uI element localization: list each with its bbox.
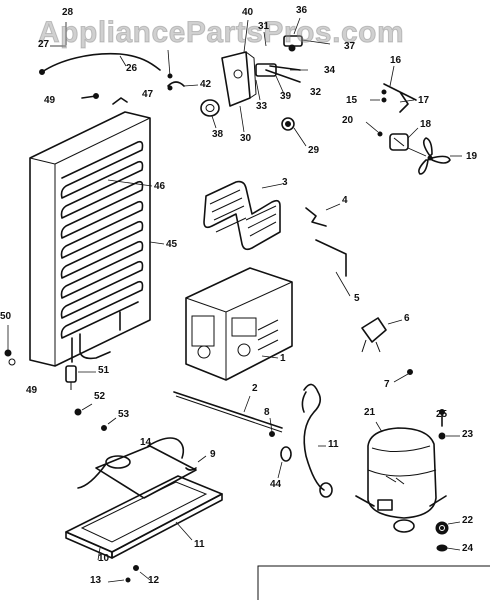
hose-14-9: [147, 437, 207, 471]
callout-40: 40: [242, 7, 254, 18]
callout-28: 28: [62, 7, 74, 18]
callout-32: 32: [310, 87, 322, 98]
roller-38: [200, 99, 220, 129]
callout-3: 3: [282, 177, 288, 188]
callout-19: 19: [466, 151, 478, 162]
drain-fitting-51: [65, 365, 96, 390]
callout-8: 8: [264, 407, 270, 418]
callout-45: 45: [166, 239, 178, 250]
callout-15: 15: [346, 95, 358, 106]
power-cord: [301, 383, 333, 498]
callout-25: 25: [436, 409, 448, 420]
callout-33: 33: [256, 101, 268, 112]
callout-51: 51: [98, 365, 110, 376]
callout-18: 18: [420, 119, 432, 130]
callout-31: 31: [258, 21, 270, 32]
callout-11-cord: 11: [328, 439, 339, 450]
callout-17: 17: [418, 95, 430, 106]
lead-40: [243, 19, 249, 53]
callout-16: 16: [390, 55, 402, 66]
knob-42: [167, 49, 199, 91]
fan-motor-18: [389, 127, 419, 151]
screws-15-16: [370, 65, 395, 103]
callout-6: 6: [404, 313, 410, 324]
grommet-22-24: [435, 521, 461, 552]
control-box-1: [185, 267, 293, 381]
compressor-21: [355, 421, 447, 533]
callout-49-left: 49: [26, 385, 38, 396]
evaporator-plate-45: [29, 111, 151, 367]
callout-50: 50: [0, 311, 12, 322]
callout-24: 24: [462, 543, 474, 554]
callout-37: 37: [344, 41, 356, 52]
thermostat-bracket-30: [221, 51, 257, 133]
screw-49-top: [81, 93, 99, 99]
callout-22: 22: [462, 515, 474, 526]
callout-52: 52: [94, 391, 106, 402]
connector-36-37: [283, 17, 331, 52]
callout-7: 7: [384, 379, 390, 390]
callout-20: 20: [342, 115, 354, 126]
callout-27: 27: [38, 39, 50, 50]
callout-10: 10: [98, 553, 110, 564]
callout-44: 44: [270, 479, 282, 490]
callout-23: 23: [462, 429, 474, 440]
screws-12-13: [107, 565, 151, 583]
callout-1: 1: [280, 353, 286, 364]
callout-5: 5: [354, 293, 360, 304]
callout-53: 53: [118, 409, 130, 420]
callout-30: 30: [240, 133, 252, 144]
lead-46: [107, 179, 153, 187]
lead-31-33: [255, 31, 267, 101]
drier-8-44: [269, 417, 292, 479]
callout-49-top: 49: [44, 95, 56, 106]
callout-2: 2: [252, 383, 258, 394]
callout-14: 14: [140, 437, 152, 448]
lead-45: [149, 241, 165, 245]
callout-36: 36: [296, 5, 308, 16]
callout-42: 42: [200, 79, 212, 90]
screws-52-53: [74, 403, 117, 431]
tube-2: [173, 391, 283, 433]
callout-46: 46: [154, 181, 166, 192]
frame-line: [257, 565, 490, 600]
capillary-tube-26: [39, 52, 161, 75]
screw-50: [4, 325, 16, 366]
clip-4: [305, 203, 341, 227]
wire-32-34: [265, 65, 308, 83]
callout-9: 9: [210, 449, 216, 460]
callout-13: 13: [90, 575, 102, 586]
callout-34: 34: [324, 65, 336, 76]
watermark-text: AppliancePartsPros.com: [37, 16, 405, 50]
coil-3: [203, 180, 283, 251]
callout-39: 39: [280, 91, 292, 102]
grommet-29: [281, 117, 307, 147]
lead-27-28: [50, 22, 127, 67]
callout-47: 47: [142, 89, 154, 100]
clip-47: [112, 97, 128, 105]
fan-motor-bracket-17: [383, 83, 417, 113]
relay-6: [361, 317, 403, 353]
fan-blade-19: [407, 137, 462, 175]
drain-pan-10: [77, 445, 197, 561]
switch-39: [255, 63, 285, 95]
bar-5: [315, 239, 351, 297]
screw-20: [365, 121, 383, 137]
callout-11-tray: 11: [194, 539, 205, 550]
screw-25-grommet-23: [438, 409, 460, 440]
callout-29: 29: [308, 145, 320, 156]
screw-7: [393, 369, 413, 383]
callout-38: 38: [212, 129, 224, 140]
callout-26: 26: [126, 63, 138, 74]
callout-21: 21: [364, 407, 376, 418]
callout-12: 12: [148, 575, 160, 586]
callout-4: 4: [342, 195, 348, 206]
